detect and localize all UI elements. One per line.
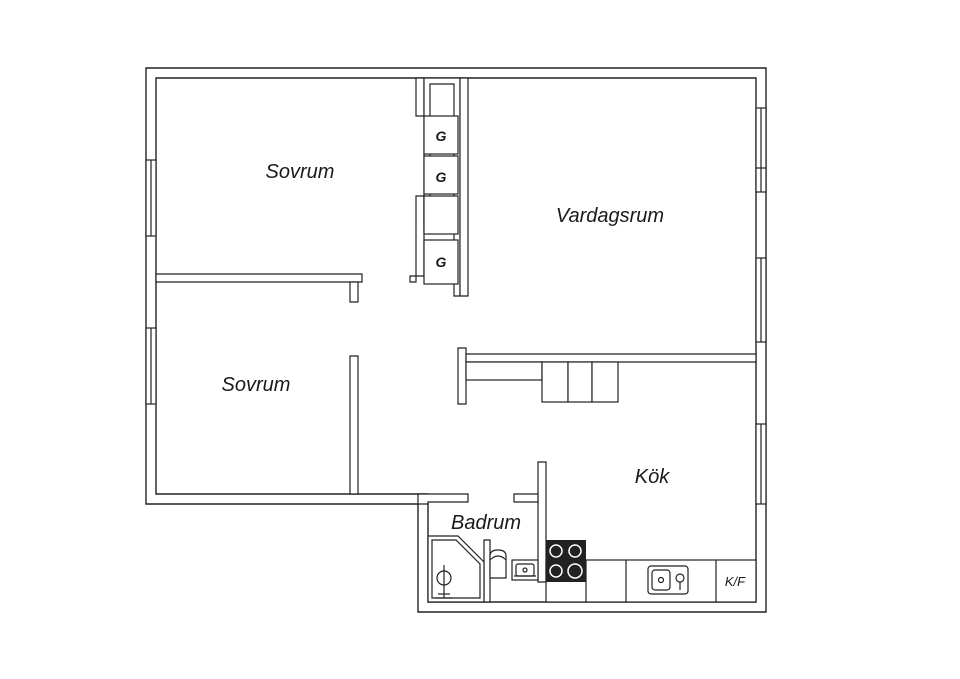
hall-shelf	[465, 361, 543, 381]
stove-icon	[546, 540, 586, 582]
closet-2	[423, 155, 459, 195]
windows	[145, 107, 767, 505]
shower-icon	[427, 535, 485, 603]
interior-walls	[155, 77, 757, 603]
closet-4	[423, 239, 459, 285]
room-label-kitchen: Kök	[635, 466, 670, 488]
room-label-bedroom-top: Sovrum	[266, 161, 335, 183]
closet-3-frame	[423, 195, 459, 235]
pantry-2	[567, 361, 593, 403]
outer-walls	[145, 67, 767, 613]
fridge-label: K/F	[725, 574, 746, 589]
closet-label-3: G	[436, 254, 447, 270]
washbasin-icon	[511, 559, 539, 581]
room-label-bathroom: Badrum	[451, 512, 521, 534]
sink-icon	[647, 565, 689, 595]
closet-1	[423, 115, 459, 155]
toilet-icon	[489, 549, 507, 579]
closet-label-1: G	[436, 128, 447, 144]
room-label-bedroom-bottom: Sovrum	[222, 374, 291, 396]
pantry-3	[591, 361, 619, 403]
room-label-living-room: Vardagsrum	[556, 205, 664, 227]
pantry-1	[541, 361, 569, 403]
closet-label-2: G	[436, 169, 447, 185]
